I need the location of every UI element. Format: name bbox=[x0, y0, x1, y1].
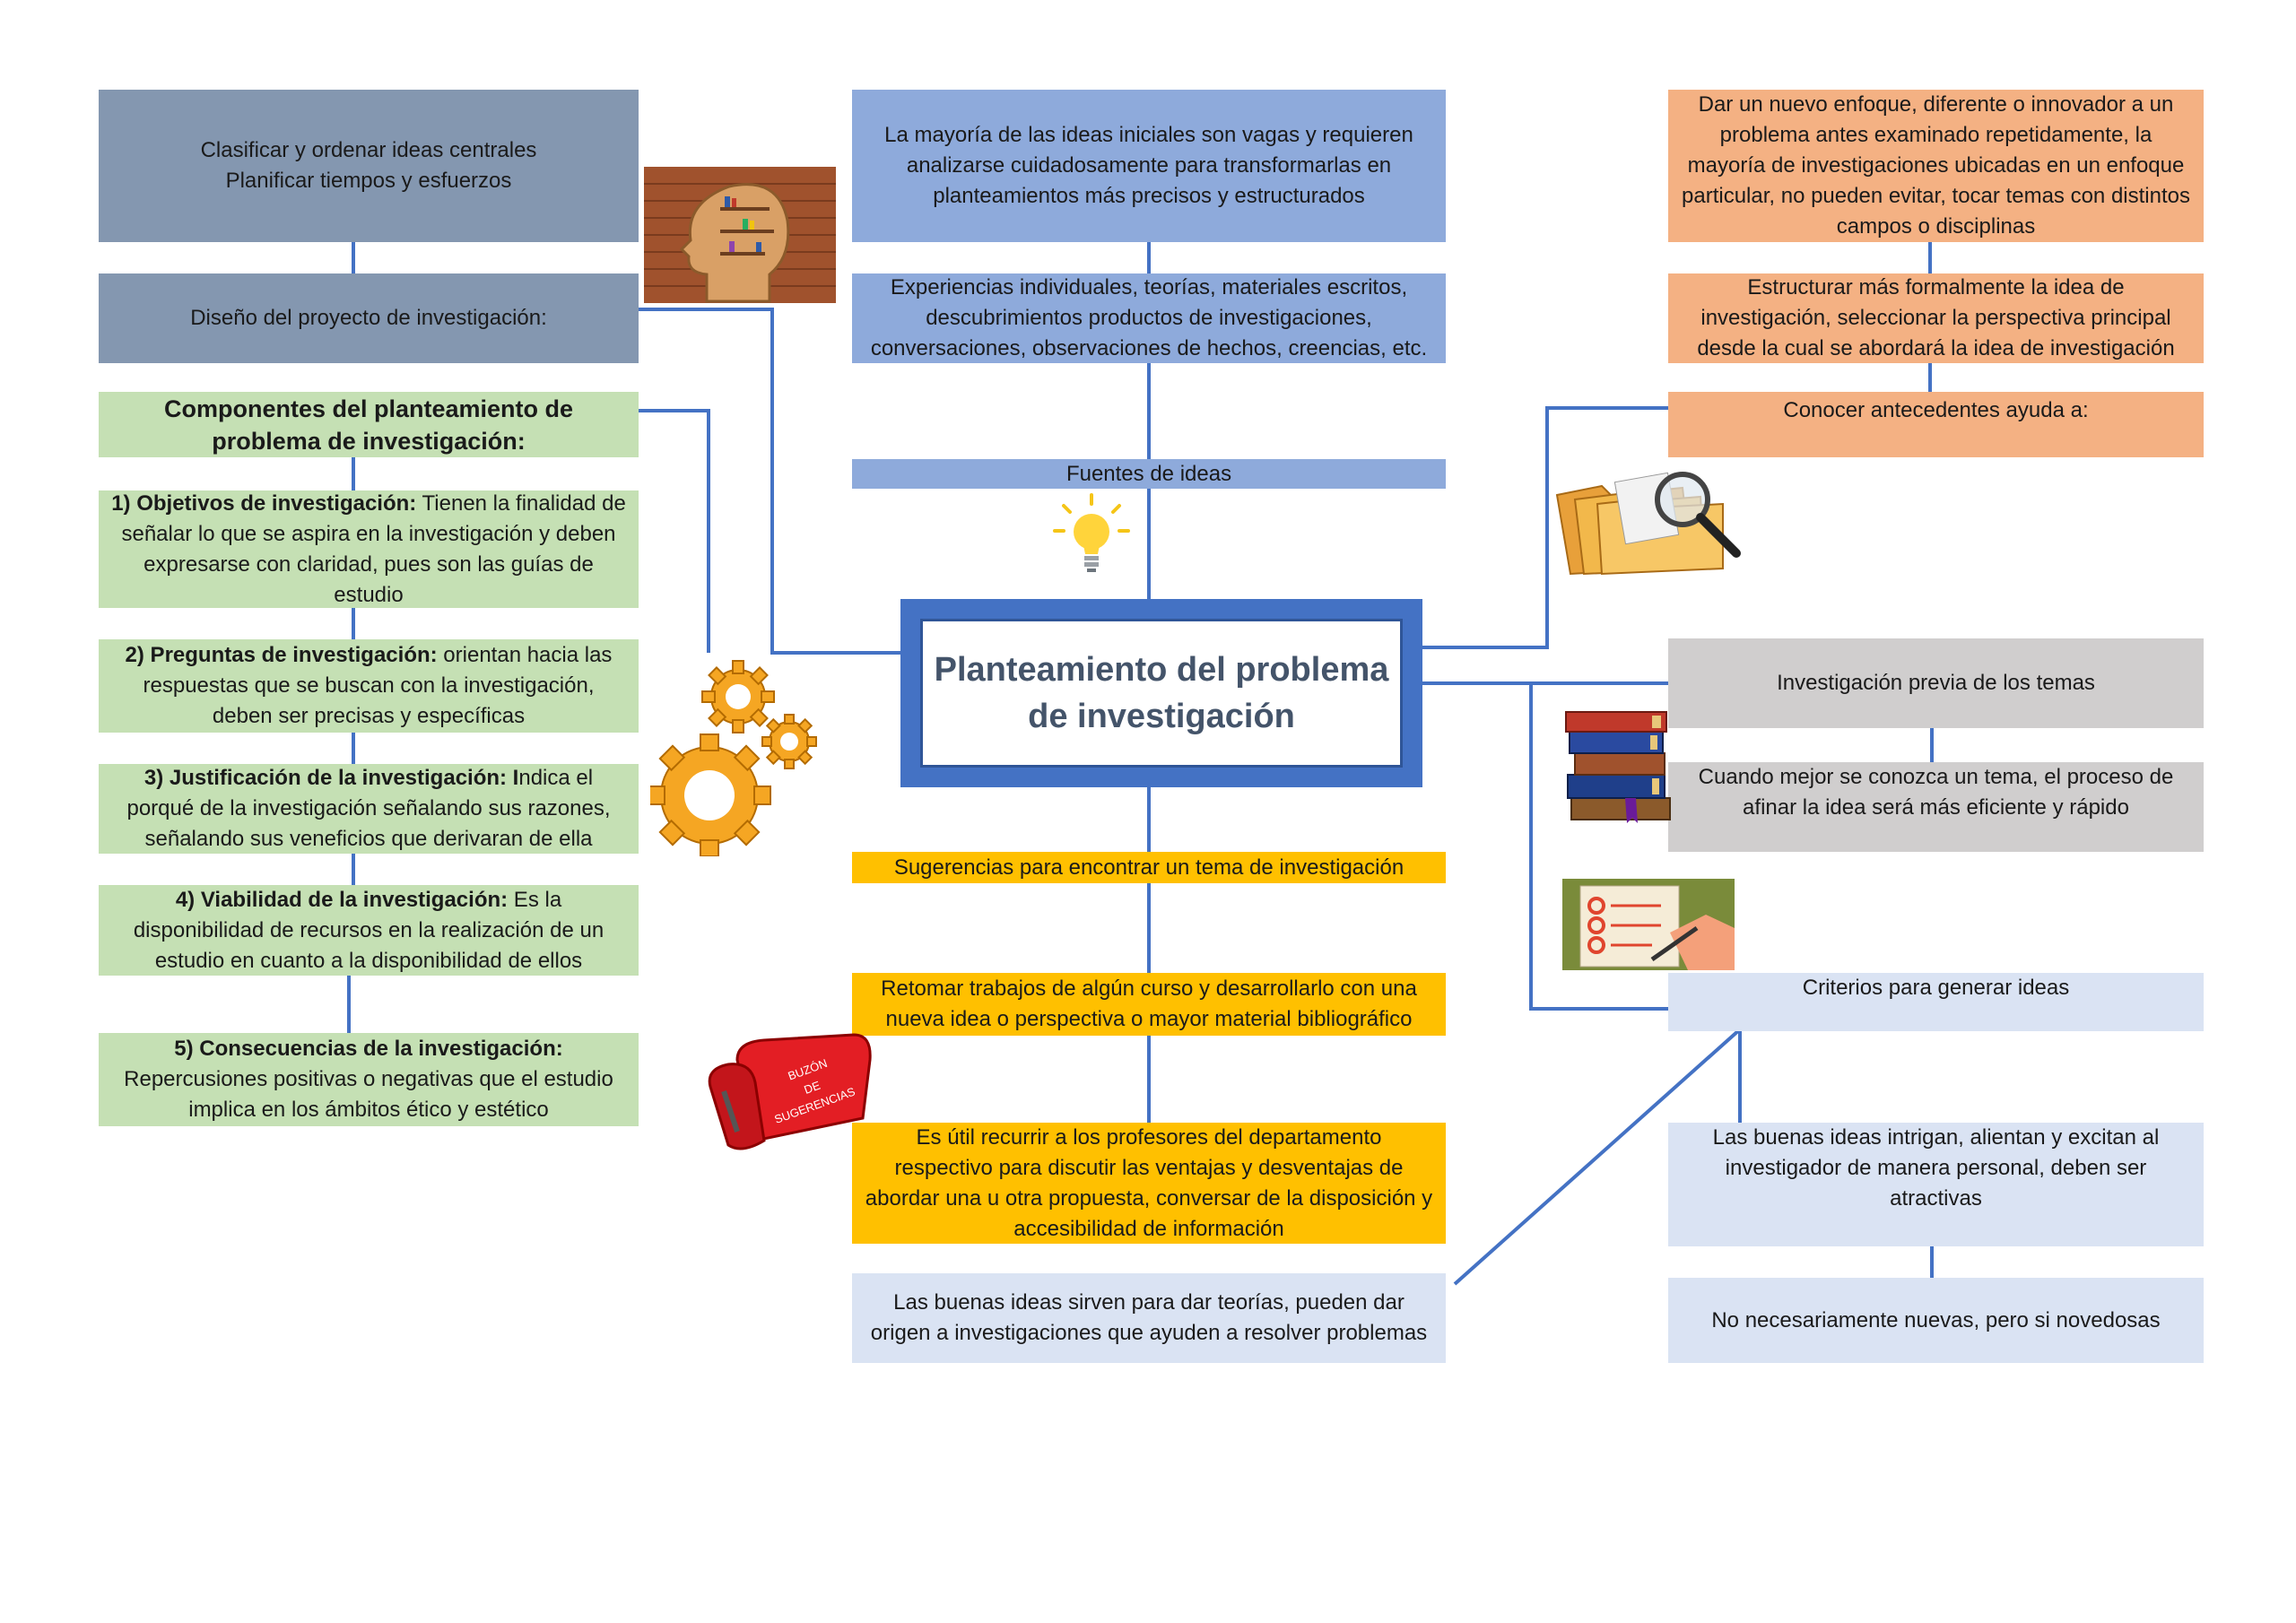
folders-magnifier-image bbox=[1555, 472, 1741, 576]
sources-title: Fuentes de ideas bbox=[1065, 461, 1232, 486]
head-bookshelf-image bbox=[644, 167, 836, 303]
suggestions-title: Sugerencias para encontrar un tema de in… bbox=[893, 855, 1405, 880]
good-ideas-intrigue-box: Las buenas ideas intrigan, alientan y ex… bbox=[1668, 1123, 2204, 1246]
lightbulb-icon bbox=[1053, 493, 1130, 572]
design-goal-classify: Clasificar y ordenar ideas centrales bbox=[200, 138, 537, 162]
component-justification: 3) Justificación de la investigación: In… bbox=[99, 764, 639, 854]
design-goals-box: Clasificar y ordenar ideas centrales Pla… bbox=[99, 90, 639, 242]
criteria-text: Criterios para generar ideas bbox=[1802, 976, 2070, 1000]
suggestions-title-box: Sugerencias para encontrar un tema de in… bbox=[852, 852, 1446, 883]
suggestion-professors-text: Es útil recurrir a los profesores del de… bbox=[865, 1124, 1433, 1241]
design-project-box: Diseño del proyecto de investigación: bbox=[99, 273, 639, 363]
component-questions-text: orientan hacia las respuestas que se bus… bbox=[143, 643, 613, 728]
components-title: Componentes del planteamiento de problem… bbox=[163, 395, 574, 455]
vague-ideas-box: La mayoría de las ideas iniciales son va… bbox=[852, 90, 1446, 242]
central-topic-title: Planteamiento del problema de investigac… bbox=[920, 619, 1403, 768]
good-ideas-theories-box: Las buenas ideas sirven para dar teorías… bbox=[852, 1273, 1446, 1363]
mailbox-image: BUZÓN DE SUGERENCIAS bbox=[708, 1033, 872, 1150]
component-consequences-label: 5) Consecuencias de la investigación: bbox=[174, 1037, 563, 1061]
sources-list-text: Experiencias individuales, teorías, mate… bbox=[870, 275, 1428, 360]
prior-research-text: Investigación previa de los temas bbox=[1777, 671, 2095, 695]
component-objectives-text: Tienen la finalidad de señalar lo que se… bbox=[121, 490, 626, 607]
suggestion-courses-text: Retomar trabajos de algún curso y desarr… bbox=[881, 976, 1417, 1031]
component-objectives: 1) Objetivos de investigación: Tienen la… bbox=[99, 490, 639, 608]
design-project-label: Diseño del proyecto de investigación: bbox=[190, 306, 547, 330]
design-goal-plan: Planificar tiempos y esfuerzos bbox=[225, 169, 512, 193]
not-new-box: No necesariamente nuevas, pero si novedo… bbox=[1668, 1278, 2204, 1363]
component-consequences-text: Repercusiones positivas o negativas que … bbox=[124, 1067, 613, 1122]
component-viability: 4) Viabilidad de la investigación: Es la… bbox=[99, 885, 639, 976]
know-topic-text: Cuando mejor se conozca un tema, el proc… bbox=[1698, 765, 2174, 820]
prior-research-box: Investigación previa de los temas bbox=[1668, 638, 2204, 728]
component-questions: 2) Preguntas de investigación: orientan … bbox=[99, 639, 639, 733]
component-viability-label: 4) Viabilidad de la investigación: bbox=[175, 887, 509, 912]
components-title-box: Componentes del planteamiento de problem… bbox=[99, 392, 639, 457]
structure-text: Estructurar más formalmente la idea de i… bbox=[1697, 275, 2175, 360]
new-focus-text: Dar un nuevo enfoque, diferente o innova… bbox=[1682, 92, 2190, 239]
criteria-box: Criterios para generar ideas bbox=[1668, 973, 2204, 1031]
good-ideas-intrigue-text: Las buenas ideas intrigan, alientan y ex… bbox=[1712, 1125, 2160, 1211]
sources-title-box: Fuentes de ideas bbox=[852, 459, 1446, 489]
suggestion-professors-box: Es útil recurrir a los profesores del de… bbox=[852, 1123, 1446, 1244]
checklist-image bbox=[1562, 879, 1735, 970]
gears-icon bbox=[650, 660, 817, 856]
component-objectives-label: 1) Objetivos de investigación: bbox=[111, 490, 417, 516]
central-topic: Planteamiento del problema de investigac… bbox=[900, 599, 1422, 787]
component-justification-text: ndica el porqué de la investigación seña… bbox=[126, 766, 611, 851]
not-new-text: No necesariamente nuevas, pero si novedo… bbox=[1711, 1307, 2161, 1332]
component-questions-label: 2) Preguntas de investigación: bbox=[125, 643, 438, 667]
good-ideas-theories-text: Las buenas ideas sirven para dar teorías… bbox=[870, 1290, 1428, 1345]
vague-ideas-text: La mayoría de las ideas iniciales son va… bbox=[884, 123, 1413, 208]
component-justification-label: 3) Justificación de la investigación: I bbox=[144, 766, 519, 790]
sources-list-box: Experiencias individuales, teorías, mate… bbox=[852, 273, 1446, 363]
component-consequences: 5) Consecuencias de la investigación: Re… bbox=[99, 1033, 639, 1126]
new-focus-box: Dar un nuevo enfoque, diferente o innova… bbox=[1668, 90, 2204, 242]
component-viability-text: Es la disponibilidad de recursos en la r… bbox=[133, 887, 604, 973]
books-image bbox=[1565, 711, 1671, 823]
structure-box: Estructurar más formalmente la idea de i… bbox=[1668, 273, 2204, 363]
antecedents-box: Conocer antecedentes ayuda a: bbox=[1668, 392, 2204, 457]
antecedents-text: Conocer antecedentes ayuda a: bbox=[1783, 398, 2089, 422]
mailbox-label-line-2: DE bbox=[802, 1079, 822, 1097]
know-topic-box: Cuando mejor se conozca un tema, el proc… bbox=[1668, 762, 2204, 852]
suggestion-courses-box: Retomar trabajos de algún curso y desarr… bbox=[852, 973, 1446, 1036]
